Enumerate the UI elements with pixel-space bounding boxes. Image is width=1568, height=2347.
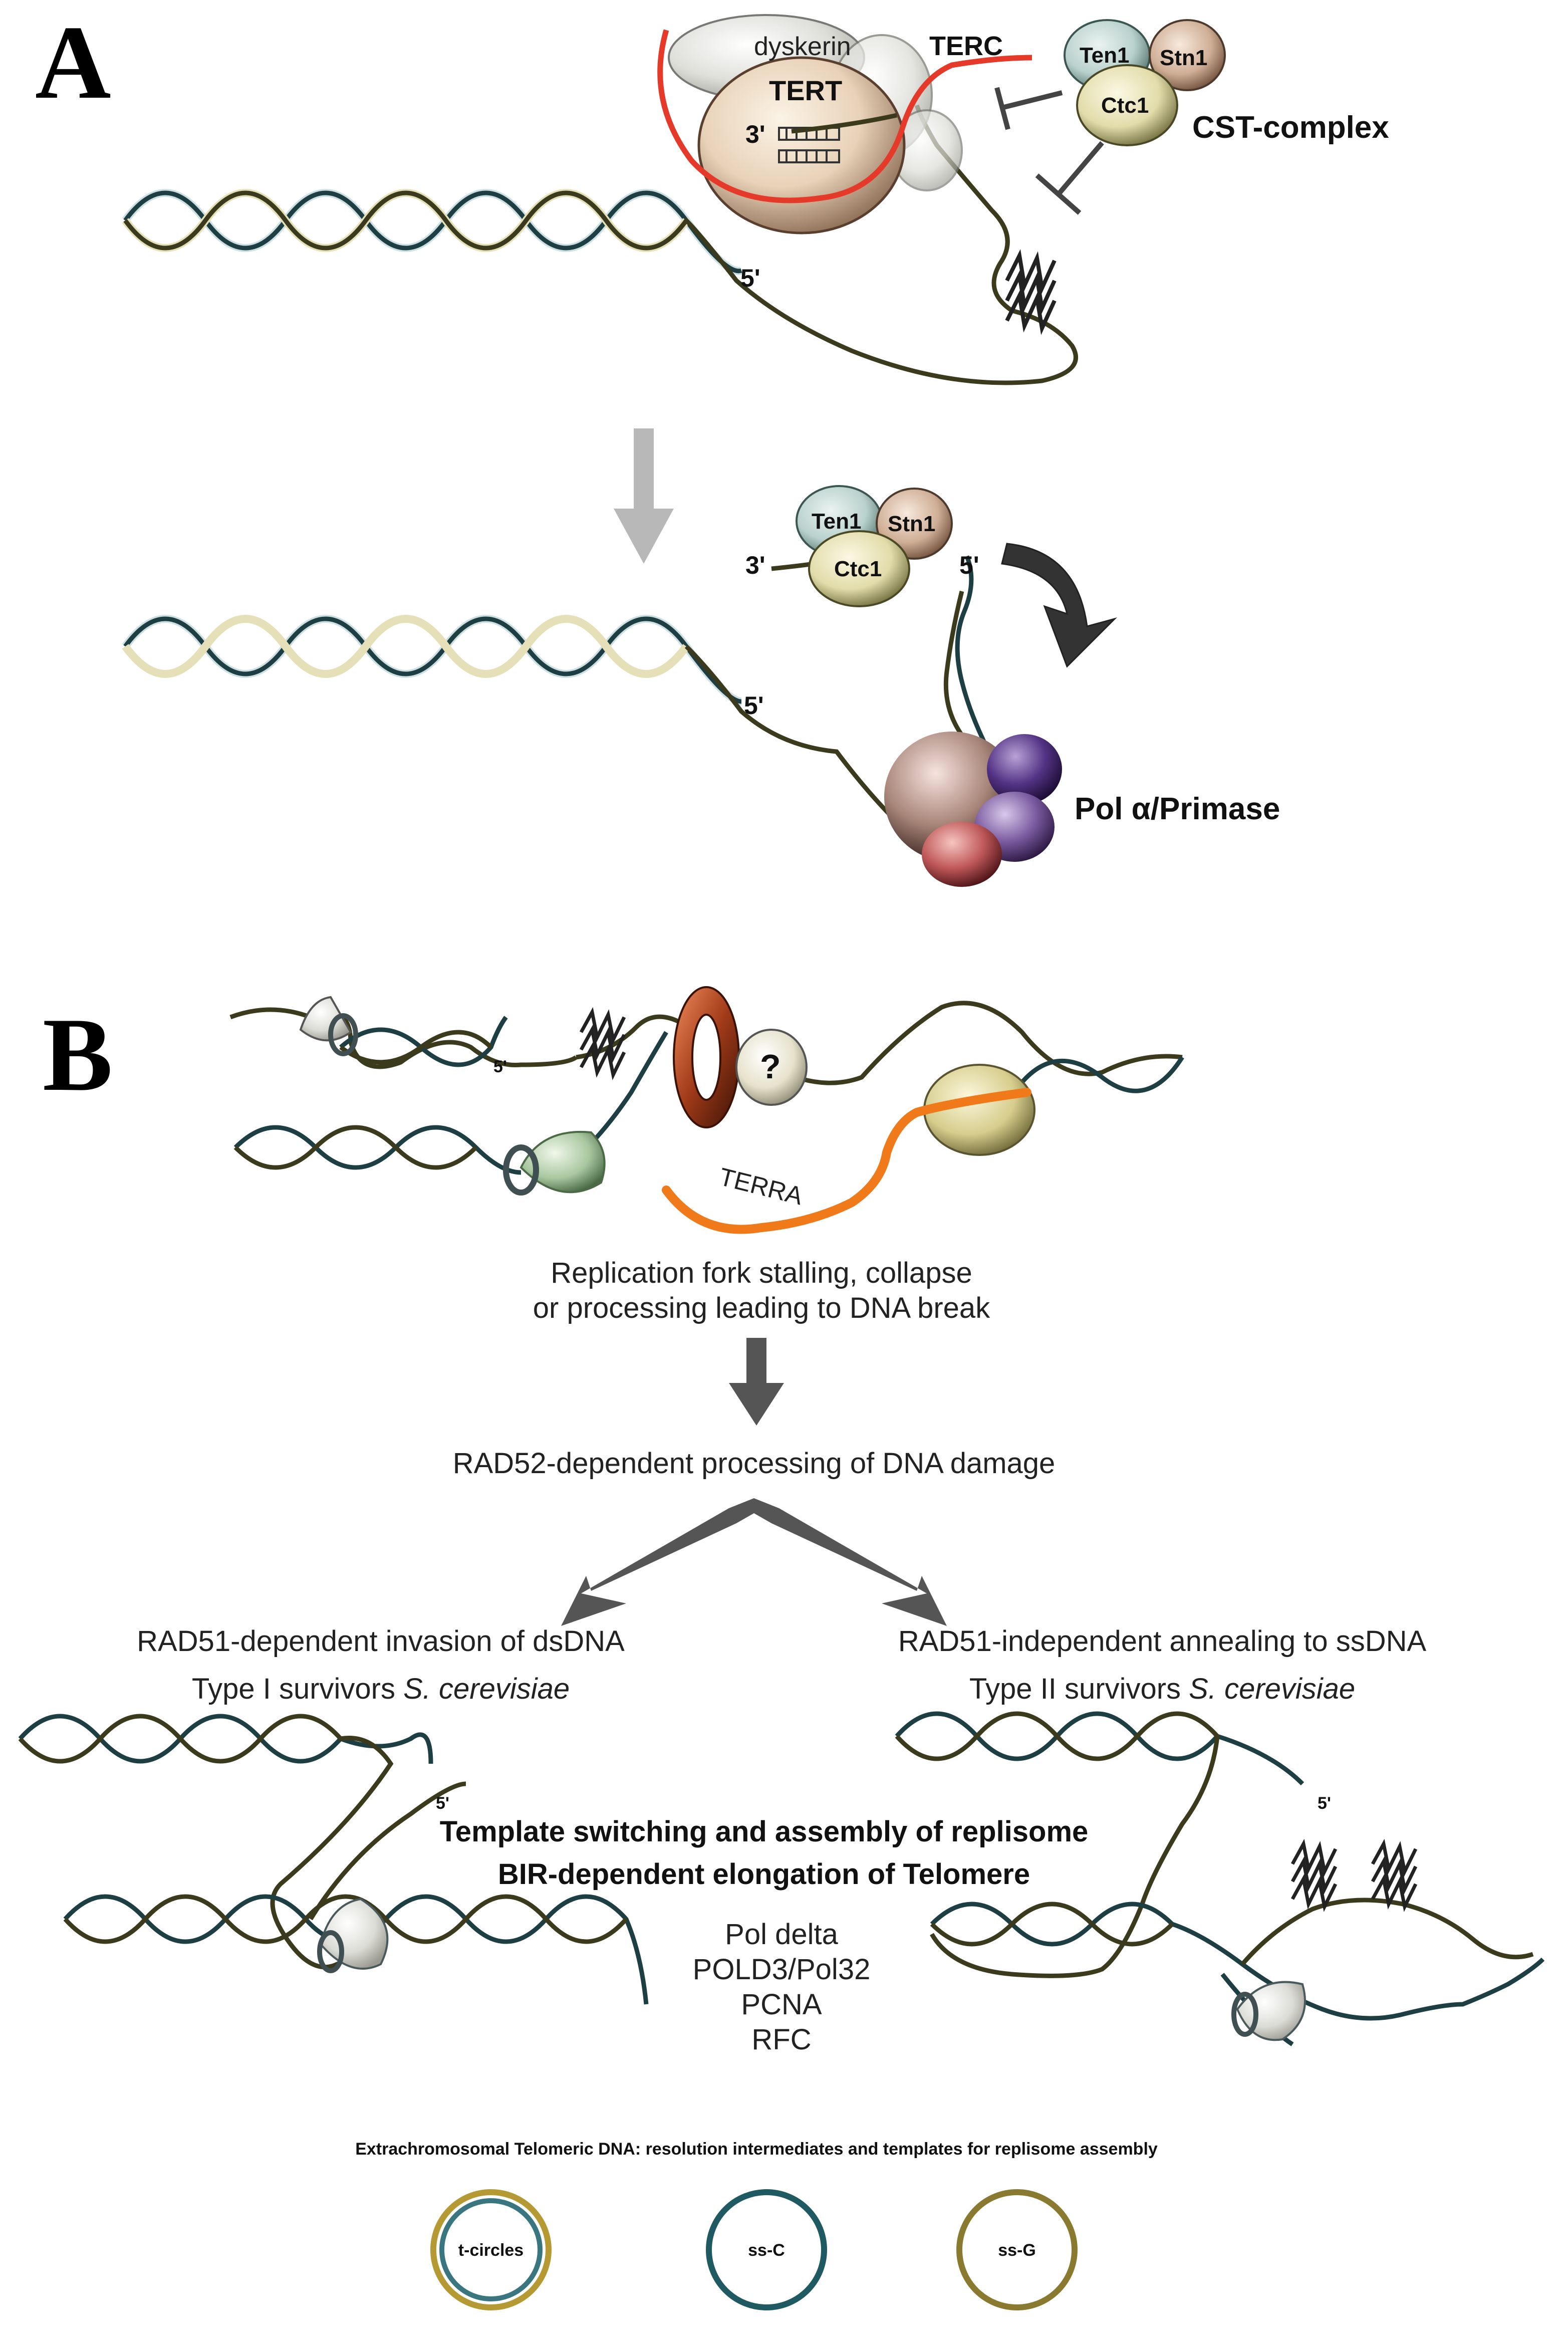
cst-complex-label: CST-complex [1192,110,1389,145]
ten1-label: Ten1 [1080,43,1129,68]
a-transition-arrow [614,428,674,564]
telomerase-complex [657,14,1032,234]
cst-complex-bottom [796,485,953,607]
factor-3: RFC [751,2023,811,2056]
a2-telomere-duplex [122,554,999,824]
extrachromosomal-title: Extrachromosomal Telomeric DNA: resoluti… [355,2140,1158,2159]
step1-line1: Replication fork stalling, collapse [551,1257,972,1289]
pol-recruitment-arrow [1001,543,1118,668]
ss-c-label: ss-C [748,2241,785,2260]
stn1-shape [1149,19,1226,91]
pol-alpha-primase-label: Pol α/Primase [1075,792,1280,826]
ctc1-label: Ctc1 [1101,93,1149,118]
a2-five-prime-label: 5' [744,691,764,720]
t-circles-label: t-circles [458,2241,524,2260]
a1-g-quadruplex-icon [1005,249,1057,335]
b-clamp-gray-icon [299,996,358,1056]
ten1-label-bottom: Ten1 [812,509,861,534]
step2-text: RAD52-dependent processing of DNA damage [453,1447,1056,1480]
a1-telomere-duplex [122,104,1078,385]
ctc1-label-bottom: Ctc1 [834,557,882,581]
factor-1: POLD3/Pol32 [693,1953,871,1986]
right-g-quadruplex-icon [1290,1838,1418,1912]
left-bir-schematic [18,1714,649,2005]
panel-a-label: A [35,5,111,121]
pol-subunit-red [922,822,1002,887]
factor-2: PCNA [741,1988,822,2021]
stn1-shape-bottom [876,488,953,560]
pol-alpha-primase [884,732,1062,887]
cst-three-prime-label: 3' [745,551,765,579]
ss-g-label: ss-G [998,2241,1036,2260]
template-switch-line2: BIR-dependent elongation of Telomere [498,1858,1030,1891]
dyskerin-label: dyskerin [754,32,851,61]
b-g-quadruplex-icon [579,1007,626,1080]
right-path-type: Type II survivors [969,1673,1189,1705]
left-path-species: S. cerevisiae [403,1673,570,1705]
cst-inhibits-telomerase-icon [994,87,1104,215]
b-clamp-green-icon [503,1130,606,1196]
left-path-type: Type I survivors [192,1673,403,1705]
right-bir-schematic [895,1711,1545,2046]
factor-0: Pol delta [725,1918,838,1951]
stn1-label: Stn1 [1160,46,1207,70]
b-replication-fork [229,1001,1184,1175]
tert-label: TERT [769,75,842,106]
left-path-line2: Type I survivors S. cerevisiae [192,1673,570,1705]
right-five-prime-label: 5' [1318,1794,1331,1813]
ctc1-shape [1076,64,1178,146]
t-circle-icon [430,2189,552,2310]
ss-c-circle-icon [706,2189,827,2310]
terra-rna [662,1088,1031,1234]
right-path-line1: RAD51-independent annealing to ssDNA [898,1625,1427,1658]
b-unknown-factor-shape [735,1029,808,1106]
ss-g-circle-icon [956,2189,1078,2310]
cst-complex-top [1064,19,1226,146]
b-helicase-ring-icon [673,986,740,1128]
stn1-label-bottom: Stn1 [888,512,935,536]
b-unknown-factor-label: ? [760,1048,781,1086]
ctc1-shape-bottom [808,530,910,607]
right-path-species: S. cerevisiae [1189,1673,1355,1705]
left-five-prime-label: 5' [436,1794,449,1813]
terra-label: TERRA [716,1162,806,1210]
cst-five-prime-label: 5' [959,551,979,579]
pol-subunit-dark [987,734,1062,804]
step1-line2: or processing leading to DNA break [533,1292,990,1324]
terc-label: TERC [929,31,1003,61]
left-path-line1: RAD51-dependent invasion of dsDNA [137,1625,625,1658]
right-path-line2: Type II survivors S. cerevisiae [969,1673,1355,1705]
a1-five-prime-label: 5' [740,264,760,292]
step-down-arrow [729,1338,784,1426]
right-pol-clamp-icon [1231,1981,1306,2041]
template-switch-line1: Template switching and assembly of repli… [440,1815,1089,1848]
branch-arrows [561,1498,947,1626]
b-five-prime-label: 5' [493,1057,507,1076]
tert-three-prime-label: 3' [745,120,765,148]
terc-rna [657,29,1032,203]
left-pol-clamp-icon [317,1898,389,1973]
panel-b-label: B [43,997,113,1113]
